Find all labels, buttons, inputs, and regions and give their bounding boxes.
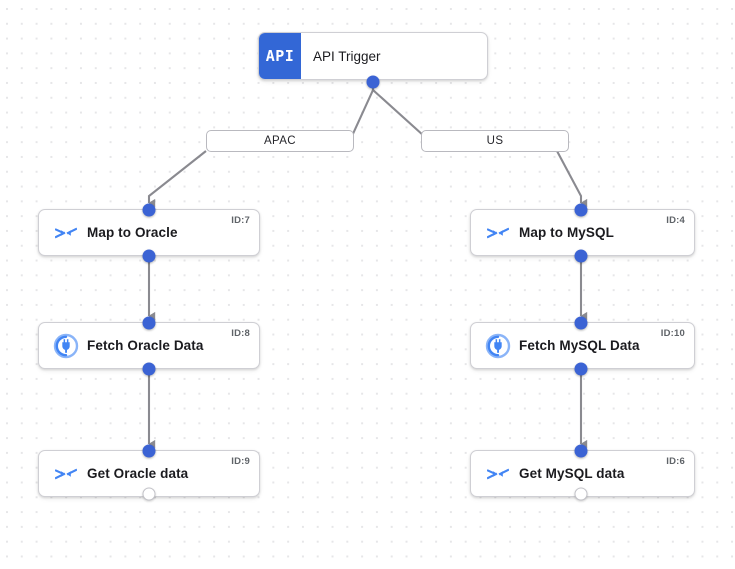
- node-label-get-oracle-data: Get Oracle data: [87, 466, 189, 481]
- merge-arrows-icon: [51, 218, 81, 248]
- port-in-map-to-mysql[interactable]: [574, 203, 588, 217]
- port-in-fetch-mysql-data[interactable]: [574, 316, 588, 330]
- node-fetch-mysql-data[interactable]: Fetch MySQL Data ID:10: [470, 322, 695, 369]
- merge-arrows-icon: [483, 218, 513, 248]
- node-api-trigger[interactable]: API API Trigger: [258, 32, 488, 80]
- node-label-api-trigger: API Trigger: [313, 48, 381, 64]
- database-plug-icon: [483, 331, 513, 361]
- port-out-map-to-oracle[interactable]: [142, 249, 156, 263]
- edge-trigger-to-apac: [351, 82, 375, 137]
- merge-arrows-icon: [51, 459, 81, 489]
- node-fetch-oracle-data[interactable]: Fetch Oracle Data ID:8: [38, 322, 260, 369]
- api-badge-icon: API: [259, 33, 301, 79]
- node-label-map-to-oracle: Map to Oracle: [87, 225, 178, 240]
- node-label-get-mysql-data: Get MySQL data: [519, 466, 625, 481]
- port-in-get-mysql-data[interactable]: [574, 444, 588, 458]
- port-in-fetch-oracle-data[interactable]: [142, 316, 156, 330]
- node-id-get-mysql-data: ID:6: [666, 456, 685, 467]
- edge-label-apac-text: APAC: [263, 135, 297, 147]
- node-label-fetch-mysql-data: Fetch MySQL Data: [519, 338, 640, 353]
- port-out-api-trigger[interactable]: [366, 75, 380, 89]
- merge-arrows-icon: [483, 459, 513, 489]
- edge-trigger-to-us: [371, 82, 425, 137]
- edge-apac-to-map-oracle: [147, 150, 207, 208]
- port-in-map-to-oracle[interactable]: [142, 203, 156, 217]
- node-label-fetch-oracle-data: Fetch Oracle Data: [87, 338, 204, 353]
- edge-label-apac[interactable]: APAC: [206, 130, 354, 152]
- database-plug-icon: [51, 331, 81, 361]
- port-out-get-oracle-data[interactable]: [142, 487, 156, 501]
- node-id-fetch-oracle-data: ID:8: [231, 328, 250, 339]
- edge-label-us-text: US: [486, 135, 504, 147]
- node-id-map-to-oracle: ID:7: [231, 215, 250, 226]
- node-id-map-to-mysql: ID:4: [666, 215, 685, 226]
- port-in-get-oracle-data[interactable]: [142, 444, 156, 458]
- port-out-fetch-mysql-data[interactable]: [574, 362, 588, 376]
- node-label-map-to-mysql: Map to MySQL: [519, 225, 614, 240]
- port-out-map-to-mysql[interactable]: [574, 249, 588, 263]
- edge-label-us[interactable]: US: [421, 130, 569, 152]
- port-out-get-mysql-data[interactable]: [574, 487, 588, 501]
- port-out-fetch-oracle-data[interactable]: [142, 362, 156, 376]
- node-id-fetch-mysql-data: ID:10: [660, 328, 685, 339]
- node-id-get-oracle-data: ID:9: [231, 456, 250, 467]
- edge-us-to-map-mysql: [556, 150, 588, 208]
